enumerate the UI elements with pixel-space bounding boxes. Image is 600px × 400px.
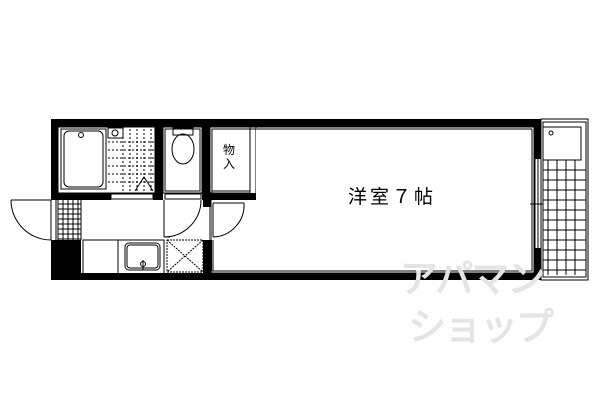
balcony	[530, 118, 589, 281]
watermark-line-1: アパマン	[400, 257, 545, 301]
exterior-walls	[51, 119, 541, 280]
watermark-line-2: ショップ	[408, 305, 554, 349]
toilet	[162, 126, 203, 200]
drain-icon	[78, 132, 84, 138]
bathroom	[57, 126, 156, 200]
kitchen	[82, 239, 165, 275]
entrance	[50, 200, 82, 240]
washer-space	[166, 239, 204, 273]
storage-label: 物入	[222, 143, 235, 171]
front-door	[10, 199, 52, 241]
bath-door	[163, 199, 202, 238]
western-room-label: 洋室７帖	[348, 186, 437, 208]
room-door	[212, 202, 245, 238]
